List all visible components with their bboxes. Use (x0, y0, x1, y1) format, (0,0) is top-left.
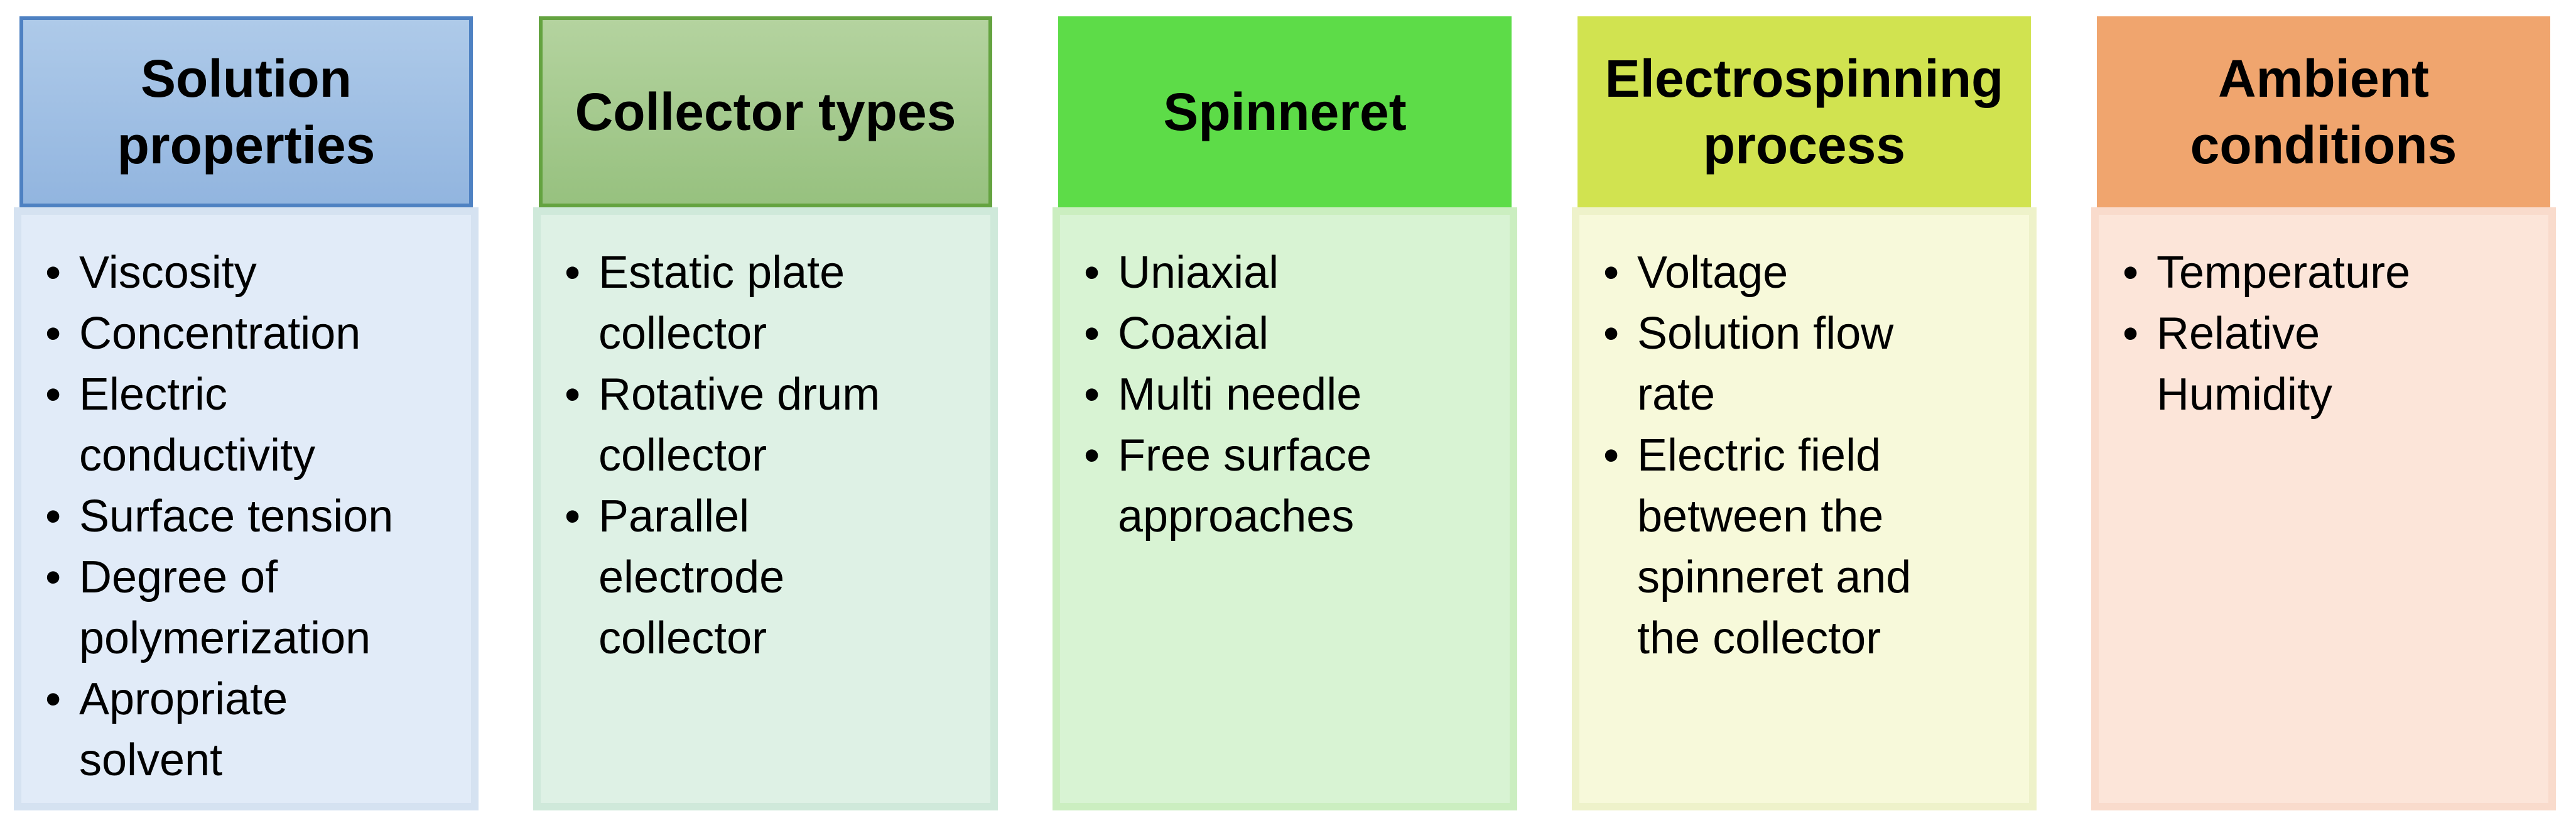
column-body: • Estatic plate collector • Rotative dru… (533, 207, 998, 810)
list-item-text: Concentration (79, 308, 361, 359)
list-item: • Uniaxial (1081, 243, 1490, 303)
list-item-text: Relative Humidity (2157, 308, 2333, 420)
list-item-text: Surface tension (79, 491, 394, 542)
bullet-dot-icon: • (1084, 248, 1100, 298)
bullet-dot-icon: • (1603, 430, 1620, 481)
column-body: • Uniaxial • Coaxial • Multi needle • Fr… (1053, 207, 1517, 810)
list-item: • Surface tension (43, 486, 451, 547)
column-header: Ambient conditions (2097, 16, 2550, 207)
column-list: • Viscosity • Concentration • Electric c… (43, 243, 451, 791)
column-body: • Temperature • Relative Humidity (2091, 207, 2556, 810)
list-item-text: Electric conductivity (79, 369, 316, 481)
parameter-column: Electrospinning process • Voltage • Solu… (1572, 16, 2037, 810)
bullet-dot-icon: • (45, 248, 62, 298)
list-item-text: Rotative drum collector (598, 369, 880, 481)
list-item: • Estatic plate collector (562, 243, 970, 364)
column-header: Spinneret (1058, 16, 1512, 207)
list-item-text: Free surface approaches (1118, 430, 1372, 542)
column-body: • Viscosity • Concentration • Electric c… (14, 207, 479, 810)
column-list: • Voltage • Solution flow rate • Electri… (1601, 243, 2009, 669)
bullet-dot-icon: • (45, 369, 62, 420)
bullet-dot-icon: • (2123, 248, 2139, 298)
column-list: • Temperature • Relative Humidity (2120, 243, 2528, 425)
list-item: • Parallel electrode collector (562, 486, 970, 669)
bullet-dot-icon: • (1603, 248, 1620, 298)
list-item: • Concentration (43, 303, 451, 364)
bullet-dot-icon: • (1084, 369, 1100, 420)
list-item-text: Coaxial (1118, 308, 1269, 359)
list-item: • Relative Humidity (2120, 303, 2528, 425)
bullet-dot-icon: • (1084, 430, 1100, 481)
bullet-dot-icon: • (1603, 308, 1620, 359)
bullet-dot-icon: • (1084, 308, 1100, 359)
list-item-text: Solution flow rate (1637, 308, 1894, 420)
list-item: • Solution flow rate (1601, 303, 2009, 425)
list-item-text: Estatic plate collector (598, 248, 845, 359)
bullet-dot-icon: • (45, 491, 62, 542)
bullet-dot-icon: • (45, 552, 62, 602)
column-title: Ambient conditions (2190, 49, 2457, 175)
column-list: • Estatic plate collector • Rotative dru… (562, 243, 970, 669)
list-item: • Temperature (2120, 243, 2528, 303)
list-item: • Electric conductivity (43, 364, 451, 486)
list-item: • Free surface approaches (1081, 425, 1490, 547)
column-title: Solution properties (117, 49, 376, 175)
list-item: • Apropriate solvent (43, 669, 451, 791)
list-item-text: Voltage (1637, 248, 1789, 298)
list-item: • Degree of polymerization (43, 547, 451, 669)
column-title: Collector types (575, 82, 956, 141)
column-header: Solution properties (19, 16, 473, 207)
column-header: Electrospinning process (1578, 16, 2031, 207)
list-item: • Viscosity (43, 243, 451, 303)
bullet-dot-icon: • (2123, 308, 2139, 359)
column-title: Spinneret (1163, 82, 1407, 141)
list-item: • Rotative drum collector (562, 364, 970, 486)
bullet-dot-icon: • (565, 369, 581, 420)
column-header: Collector types (539, 16, 992, 207)
list-item-text: Apropriate solvent (79, 674, 288, 785)
bullet-dot-icon: • (45, 308, 62, 359)
bullet-dot-icon: • (565, 491, 581, 542)
parameter-column: Solution properties • Viscosity • Concen… (14, 16, 479, 810)
list-item-text: Degree of polymerization (79, 552, 371, 663)
parameter-column: Ambient conditions • Temperature • Relat… (2091, 16, 2556, 810)
column-list: • Uniaxial • Coaxial • Multi needle • Fr… (1081, 243, 1490, 547)
parameter-column: Spinneret • Uniaxial • Coaxial • Multi n… (1053, 16, 1517, 810)
column-title: Electrospinning process (1605, 49, 2004, 175)
list-item: • Voltage (1601, 243, 2009, 303)
list-item-text: Parallel electrode collector (598, 491, 785, 663)
list-item-text: Electric field between the spinneret and… (1637, 430, 1912, 663)
bullet-dot-icon: • (565, 248, 581, 298)
list-item-text: Uniaxial (1118, 248, 1279, 298)
list-item-text: Viscosity (79, 248, 257, 298)
parameter-column: Collector types • Estatic plate collecto… (533, 16, 998, 810)
list-item-text: Multi needle (1118, 369, 1362, 420)
column-body: • Voltage • Solution flow rate • Electri… (1572, 207, 2037, 810)
columns-row: Solution properties • Viscosity • Concen… (14, 16, 2556, 810)
list-item: • Multi needle (1081, 364, 1490, 425)
bullet-dot-icon: • (45, 674, 62, 724)
list-item-text: Temperature (2157, 248, 2411, 298)
list-item: • Coaxial (1081, 303, 1490, 364)
list-item: • Electric field between the spinneret a… (1601, 425, 2009, 669)
